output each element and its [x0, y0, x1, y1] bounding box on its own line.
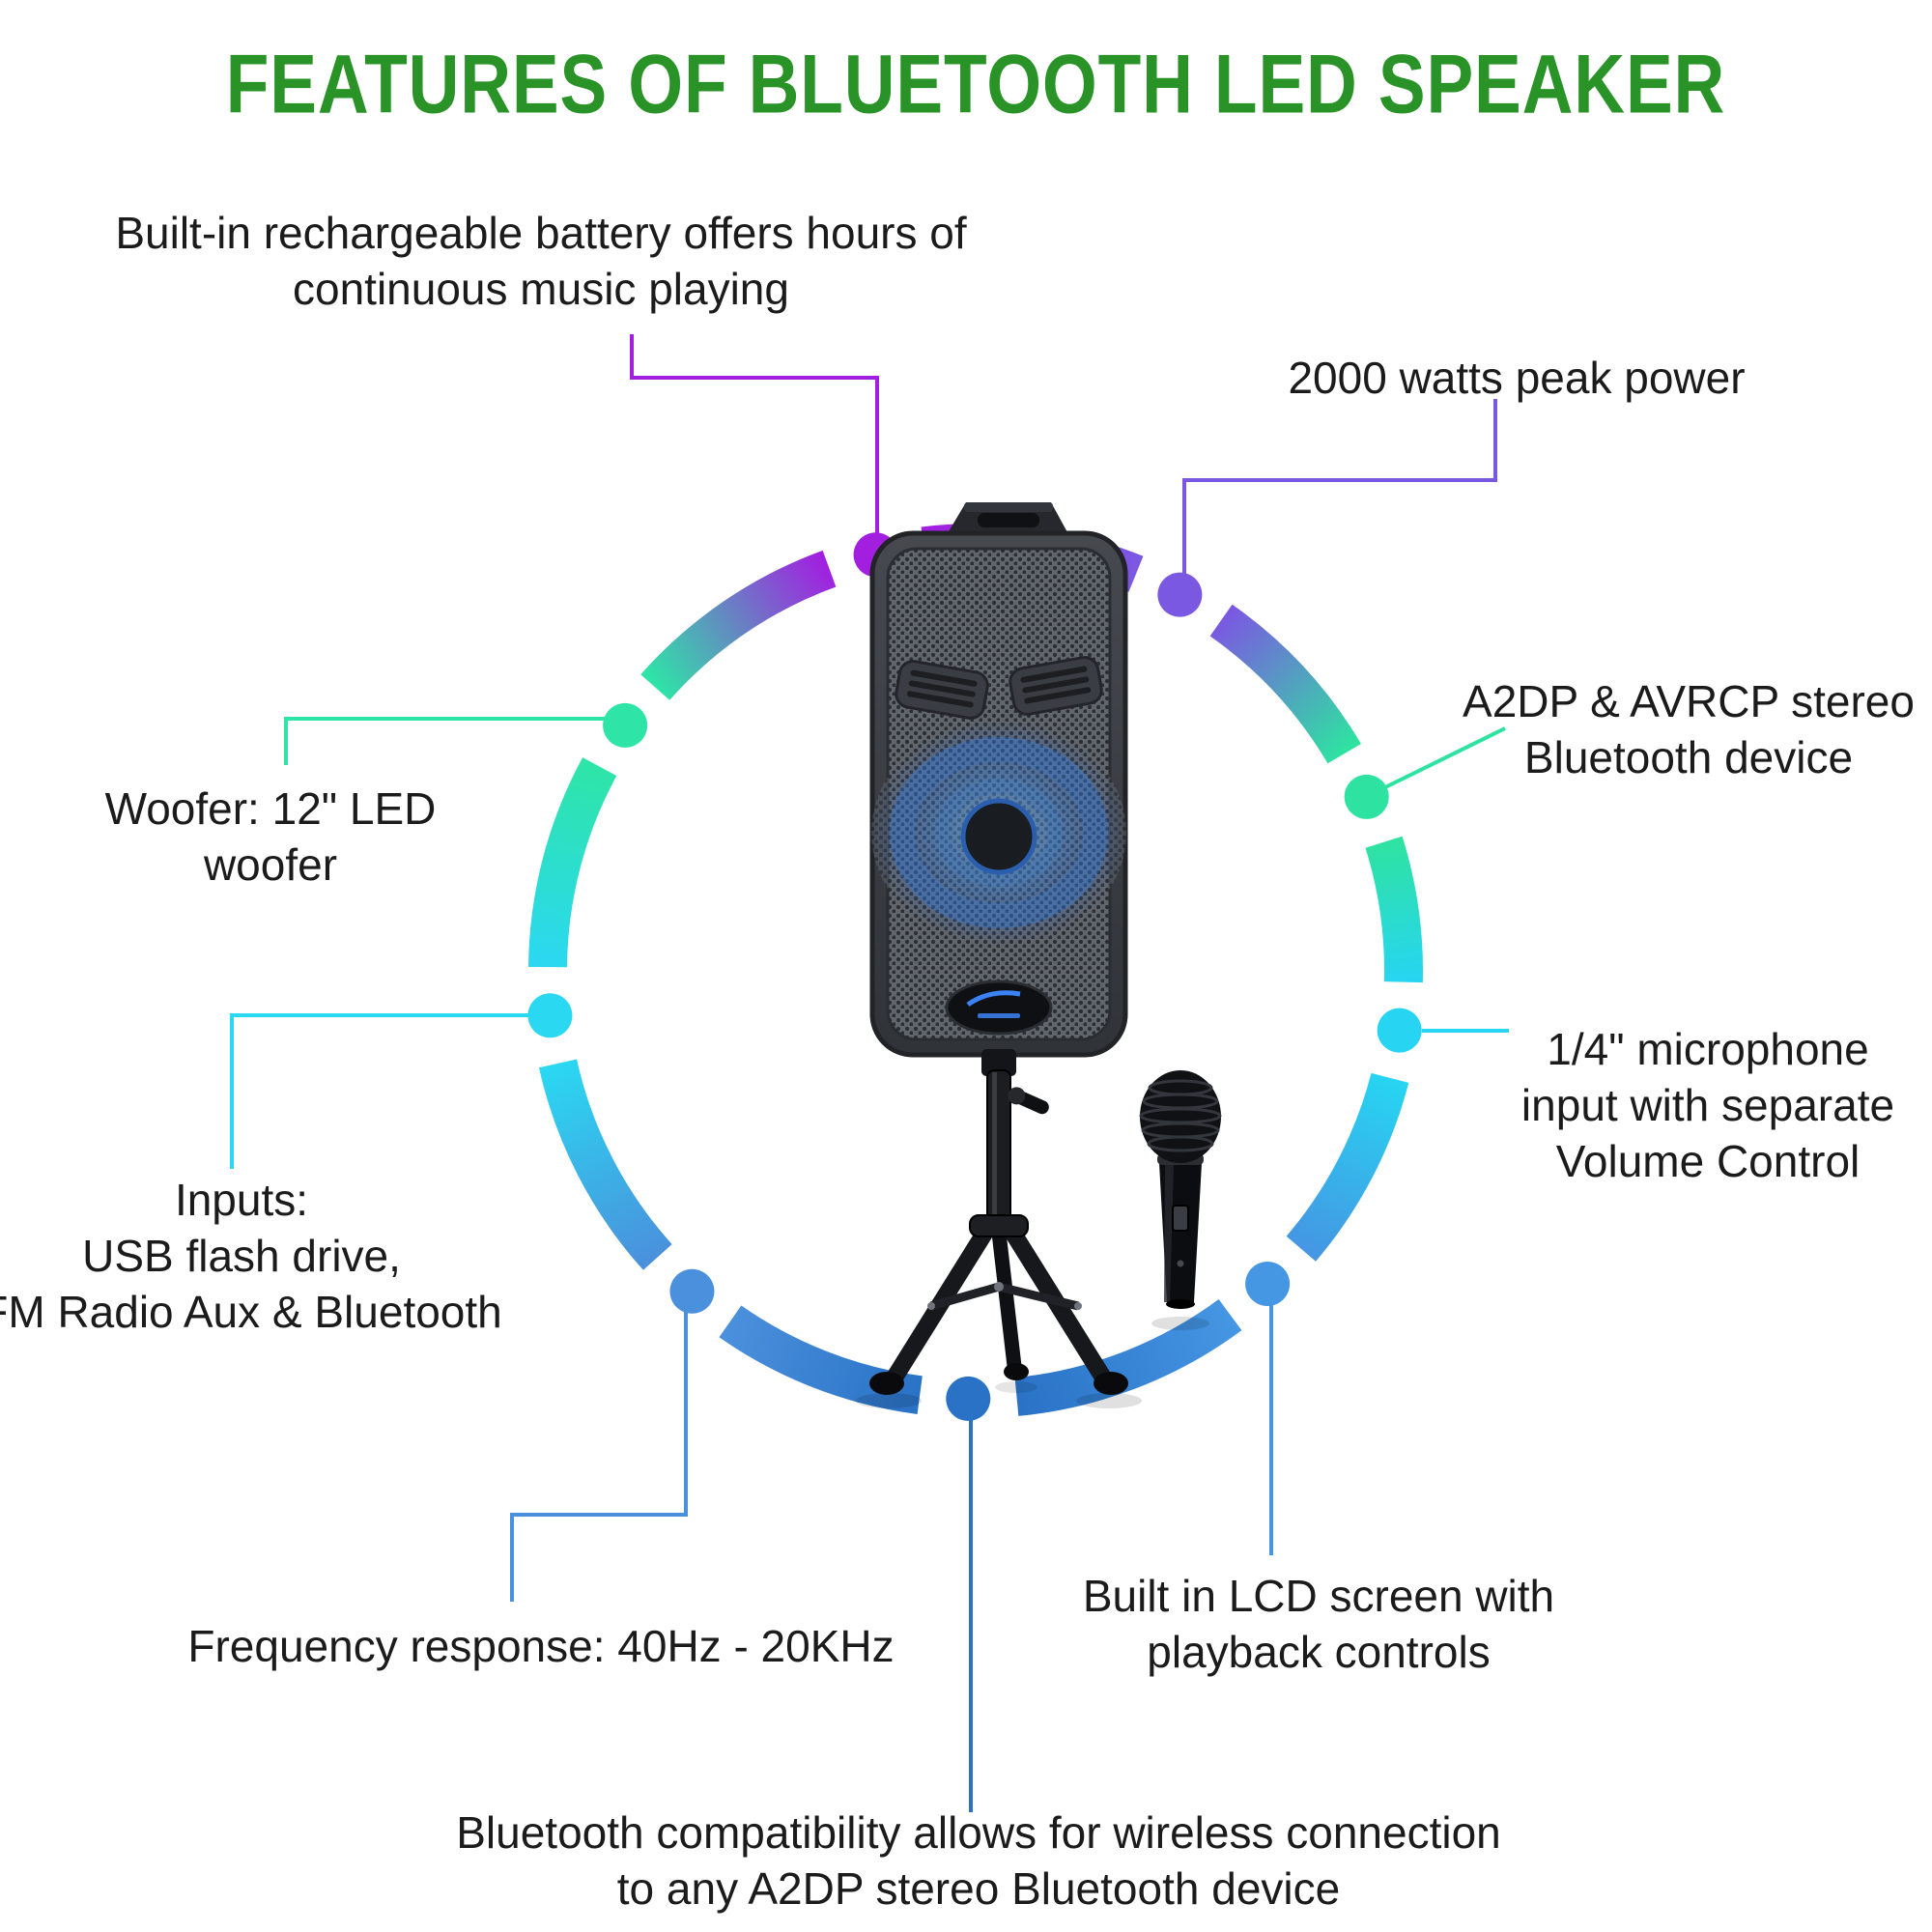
ring-arc-segment [538, 1059, 672, 1270]
connector-line-battery [630, 334, 879, 537]
ring-arc-segment [1014, 1298, 1242, 1416]
ring-arc-segment [640, 550, 837, 700]
feature-label-bluetooth-compatibility: Bluetooth compatibility allows for wirel… [456, 1807, 1501, 1914]
right-vent-icon [1009, 656, 1103, 716]
feature-label-battery: Built-in rechargeable battery offers hou… [115, 208, 967, 314]
feature-label-inputs: Inputs:USB flash drive,FM Radio Aux & Bl… [0, 1175, 502, 1337]
microphone-switch [1172, 1205, 1189, 1232]
connector-line-peak-power [1182, 399, 1497, 583]
led-woofer [871, 719, 1126, 947]
speaker-cabinet [869, 502, 1128, 1058]
ring-dot-frequency-response [669, 1268, 715, 1314]
feature-label-frequency-response: Frequency response: 40Hz - 20KHz [187, 1621, 895, 1672]
connector-line-a2dp-avrcp [1382, 726, 1506, 790]
connector-line-woofer [284, 717, 607, 765]
tripod-stand [856, 1049, 1142, 1408]
ring-arc-segment [1286, 1072, 1409, 1262]
ring-arc-segment [1365, 836, 1423, 983]
ring-dot-woofer [603, 702, 648, 748]
feature-label-peak-power: 2000 watts peak power [1288, 353, 1746, 404]
ring-dot-inputs [527, 993, 573, 1038]
left-vent-icon [895, 660, 989, 720]
ring-arc-segment [528, 757, 617, 968]
ring-dot-mic-input [1377, 1008, 1422, 1053]
microphone [1139, 1070, 1222, 1330]
page-title: FEATURES OF BLUETOOTH LED SPEAKER [225, 38, 1726, 131]
ring-arc-segment [1209, 604, 1361, 764]
woofer-dust-cap [960, 798, 1037, 875]
ring-dot-a2dp-avrcp [1344, 774, 1389, 819]
ring-dot-peak-power [1157, 572, 1203, 617]
connector-line-frequency-response [510, 1304, 688, 1602]
connector-line-inputs [230, 1013, 529, 1169]
ring-dot-bluetooth-compatibility [946, 1376, 991, 1421]
speaker-logo [945, 980, 1053, 1036]
ring-dot-lcd-screen [1245, 1261, 1291, 1306]
